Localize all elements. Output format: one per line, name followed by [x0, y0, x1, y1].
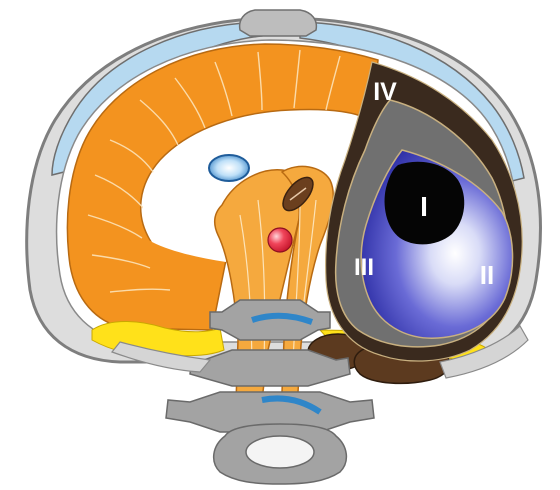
vertebral-canal — [246, 436, 314, 468]
zone-2-label: II — [480, 260, 494, 290]
esophagus-icon — [209, 155, 249, 181]
zone-1-label: I — [420, 191, 428, 222]
zone-3-label: III — [354, 254, 374, 281]
aorta-icon — [268, 228, 292, 252]
sternum — [240, 10, 317, 36]
zone-4-label: IV — [373, 78, 397, 106]
